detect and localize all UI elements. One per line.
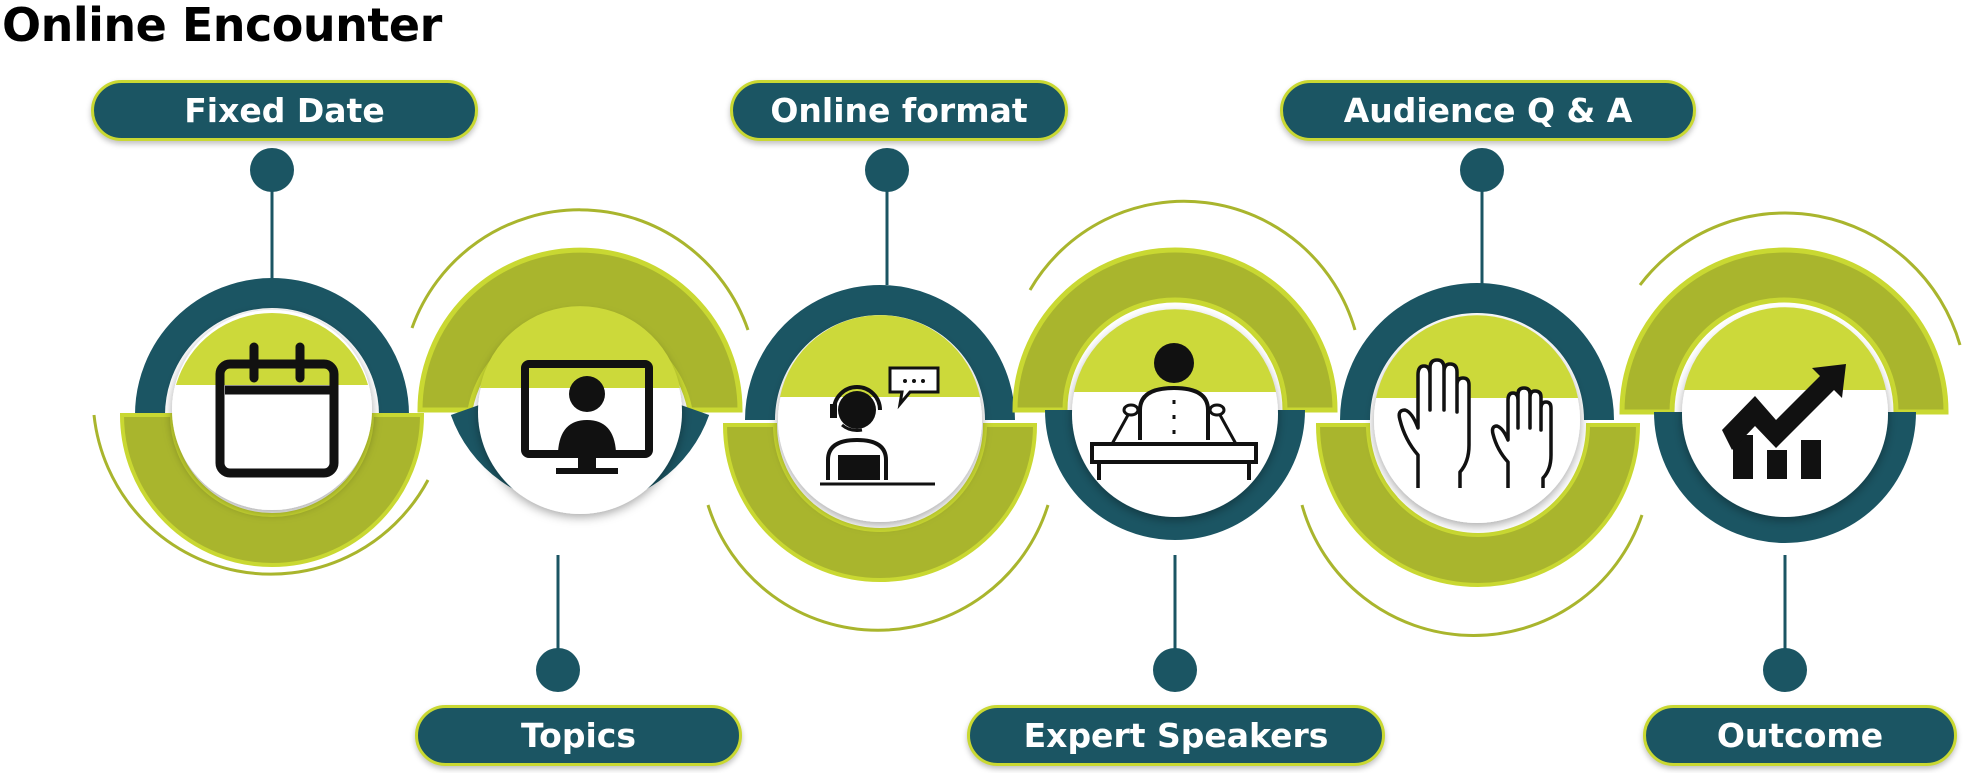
step-4-node <box>1012 199 1357 692</box>
fixed-date-label: Fixed Date <box>184 91 385 130</box>
step-6-top-ring <box>1619 247 1949 415</box>
outcome-pill: Outcome <box>1643 705 1957 766</box>
step-2-outer-arc <box>410 208 750 331</box>
page-title: Online Encounter <box>2 0 442 52</box>
step-3-bottom-ring <box>722 423 1038 582</box>
step-3-outer-arc <box>706 504 1050 632</box>
step-4-bottom-ring <box>1045 409 1305 540</box>
topics-label: Topics <box>521 716 636 755</box>
step-5-top-ring <box>1340 283 1614 421</box>
outcome-label: Outcome <box>1716 716 1884 755</box>
expert-speakers-label: Expert Speakers <box>1023 716 1329 755</box>
headset-operator-icon <box>820 366 940 486</box>
calendar-icon <box>215 342 339 478</box>
online-format-label: Online format <box>770 91 1028 130</box>
step-5-outer-arc <box>1300 504 1644 637</box>
expert-speakers-pill: Expert Speakers <box>967 705 1385 766</box>
audience-qa-label: Audience Q & A <box>1343 91 1633 130</box>
step-5-node <box>1300 148 1644 637</box>
step-6-bottom-ring <box>1654 411 1916 543</box>
step-1-node <box>92 148 430 576</box>
step-4-outer-arc <box>1028 199 1357 331</box>
step-3-top-ring <box>745 285 1015 421</box>
step-6-node <box>1619 211 1962 692</box>
topics-pill: Topics <box>415 705 742 766</box>
step-1-bottom-ring <box>119 413 425 567</box>
step-4-top-ring <box>1012 247 1338 413</box>
step-1-top-ring <box>135 278 409 416</box>
online-format-pill: Online format <box>730 80 1068 141</box>
raised-hands-icon <box>1397 358 1553 488</box>
step-6-outer-arc <box>1638 211 1962 346</box>
step-5-bottom-ring <box>1315 423 1641 587</box>
fixed-date-pill: Fixed Date <box>91 80 478 141</box>
audience-qa-pill: Audience Q & A <box>1280 80 1696 141</box>
growth-chart-icon <box>1722 364 1846 479</box>
video-call-icon <box>521 360 653 474</box>
speaker-podium-icon <box>1090 343 1258 480</box>
step-2-node <box>410 208 750 692</box>
step-1-outer-arc <box>92 414 430 576</box>
step-3-node <box>706 148 1050 632</box>
